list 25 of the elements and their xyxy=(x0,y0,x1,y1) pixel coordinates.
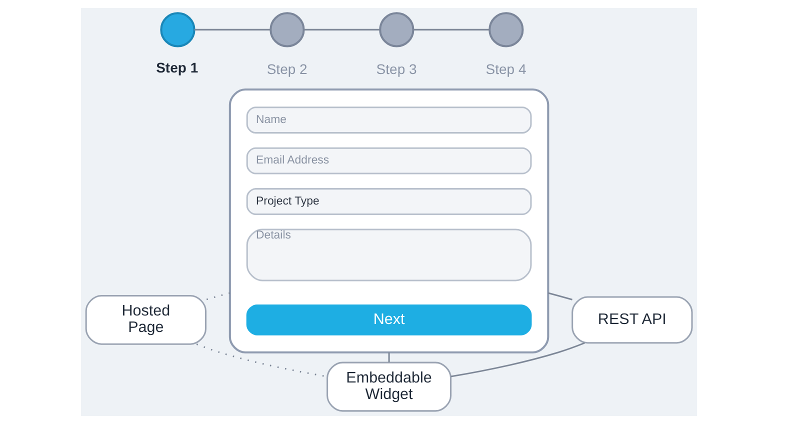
node-box: REST API xyxy=(571,296,692,344)
connector xyxy=(194,28,270,30)
node-box: Details xyxy=(246,228,532,282)
node-circle xyxy=(488,12,524,48)
cluster xyxy=(228,88,549,354)
node-circle xyxy=(269,12,304,48)
node-box: Name xyxy=(246,106,532,134)
connector xyxy=(547,292,572,300)
node-label: Step 4 xyxy=(485,60,526,77)
node-circle xyxy=(378,12,414,48)
connector xyxy=(205,292,230,300)
connector xyxy=(388,352,390,362)
connector xyxy=(303,28,380,30)
node-box: Next xyxy=(246,304,532,336)
connector xyxy=(196,344,327,378)
node-circle xyxy=(160,12,195,48)
node-box: Embeddable Widget xyxy=(326,362,452,412)
connector xyxy=(450,342,584,378)
node-label: Step 1 xyxy=(156,60,198,76)
node-box: Project Type xyxy=(246,188,532,216)
node-label: Step 3 xyxy=(376,60,416,77)
node-box: Hosted Page xyxy=(84,294,206,345)
connector xyxy=(412,28,489,30)
node-box: Email Address xyxy=(246,147,532,174)
node-label: Step 2 xyxy=(266,60,307,77)
